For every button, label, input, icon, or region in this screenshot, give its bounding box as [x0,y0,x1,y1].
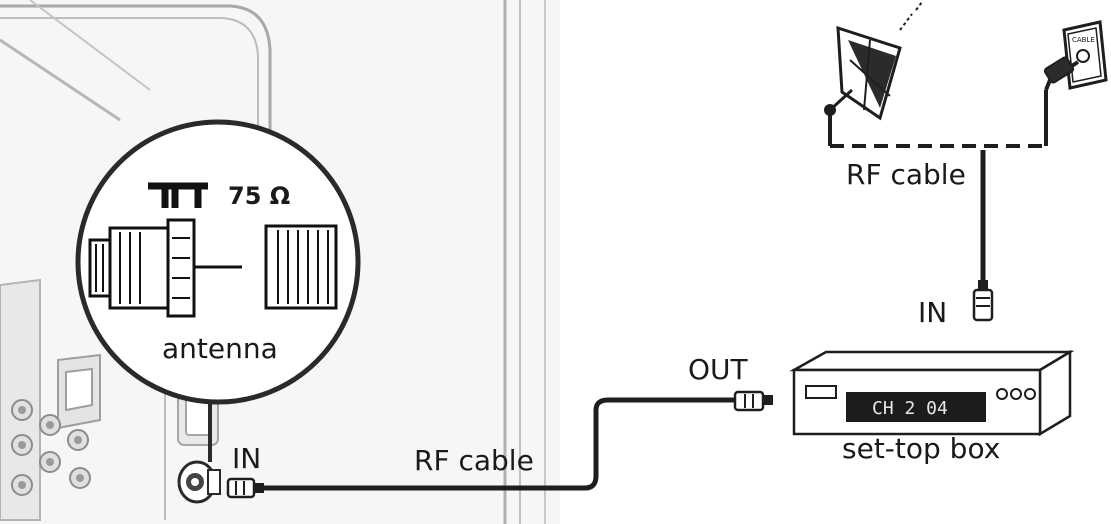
tv-antenna-port [177,460,221,504]
set-top-box: CH 2 04 [789,349,1075,437]
impedance-label: 75 Ω [228,182,290,210]
coaxial-connector-icon [88,218,338,318]
antenna-magnifier: 75 Ω antenna [75,119,361,405]
box-out-label: OUT [688,353,749,386]
rf-cable-top-label: RF cable [846,158,966,191]
box-in-plug [972,280,994,322]
antenna-label: antenna [162,332,278,365]
tv-in-label: IN [232,442,261,475]
cable-wall-outlet-icon: CABLE [1043,20,1108,91]
rf-cable-tv-to-box [226,390,773,499]
set-top-box-label: set-top box [842,432,1000,465]
satellite-dish-icon [824,1,923,121]
wall-plate-label: CABLE [1072,36,1095,44]
box-display-text: CH 2 04 [872,398,948,419]
box-in-label: IN [918,296,947,329]
rf-cable-bottom-label: RF cable [414,444,534,477]
rca-jacks [11,399,91,496]
antenna-symbol-icon [148,182,208,208]
